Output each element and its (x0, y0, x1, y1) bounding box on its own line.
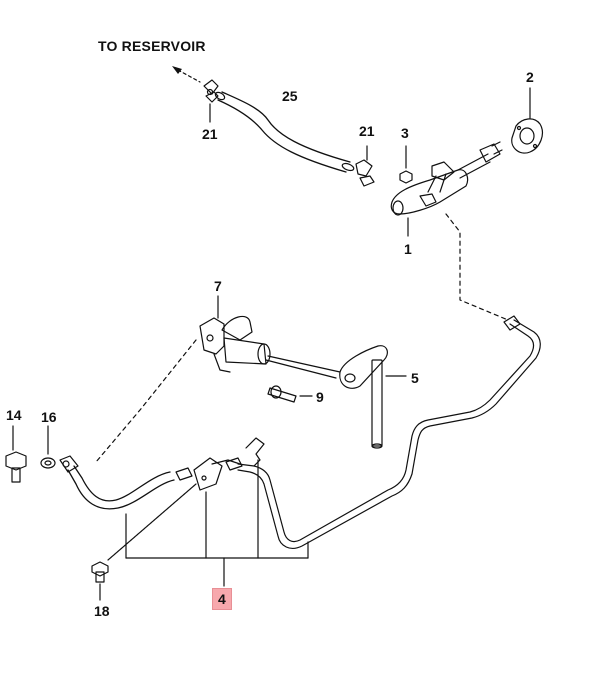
banjo-bolt (5, 425, 27, 483)
washer (40, 425, 56, 469)
leader-dashed-2 (95, 339, 197, 463)
slave-cylinder (199, 295, 341, 379)
callout-9[interactable]: 9 (316, 389, 324, 405)
reservoir-hose (214, 91, 355, 173)
hydraulic-pipe (237, 315, 541, 549)
flexible-hose (59, 455, 175, 510)
bolt-part-18 (91, 483, 197, 601)
bolt-part-9 (267, 385, 313, 403)
callout-18[interactable]: 18 (94, 603, 110, 619)
gasket-part-2 (511, 87, 543, 154)
callout-25[interactable]: 25 (282, 88, 298, 104)
callout-16[interactable]: 16 (41, 409, 57, 425)
callout-2[interactable]: 2 (526, 69, 534, 85)
nut-part-3 (399, 145, 413, 184)
hose-clamp-upper (203, 79, 219, 123)
callout-1[interactable]: 1 (404, 241, 412, 257)
callout-21-upper[interactable]: 21 (202, 126, 218, 142)
clutch-fork (339, 345, 407, 449)
callout-21-lower[interactable]: 21 (359, 123, 375, 139)
to-reservoir-label: TO RESERVOIR (98, 38, 206, 54)
callout-14[interactable]: 14 (6, 407, 22, 423)
callout-7[interactable]: 7 (214, 278, 222, 294)
callout-4-highlighted[interactable]: 4 (212, 588, 232, 610)
callout-5[interactable]: 5 (411, 370, 419, 386)
callout-3[interactable]: 3 (401, 125, 409, 141)
leader-dashed-1 (445, 213, 509, 321)
callout-bracket-4 (125, 459, 309, 587)
hose-clamp-lower (355, 145, 375, 187)
reservoir-arrow (172, 66, 201, 83)
pipe-bracket (175, 437, 265, 491)
master-cylinder (390, 141, 503, 237)
